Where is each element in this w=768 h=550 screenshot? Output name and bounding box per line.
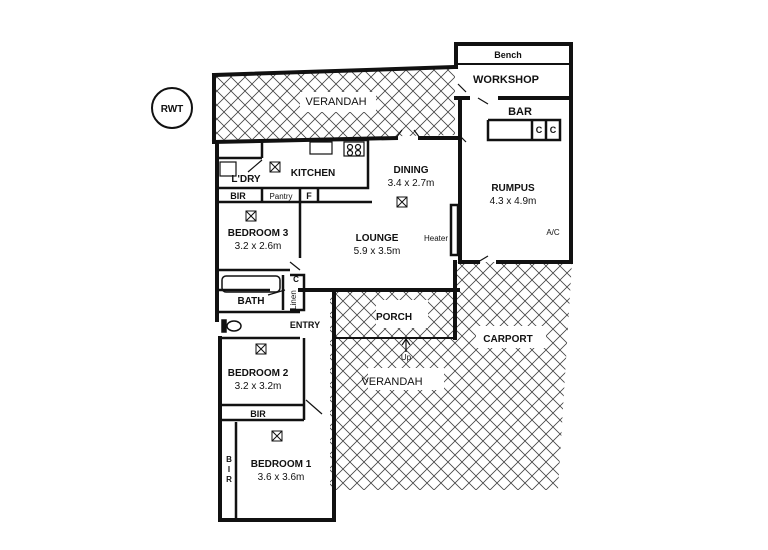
room-labels: VERANDAH Bench WORKSHOP BAR C C L'DRY KI… <box>226 50 560 484</box>
bath-fixtures <box>221 275 281 333</box>
ac-label: A/C <box>546 228 560 237</box>
up-label: Up <box>401 353 412 362</box>
bath-label: BATH <box>237 296 264 307</box>
hatched-areas <box>214 67 572 490</box>
dining-size: 3.4 x 2.7m <box>388 178 435 189</box>
interior-walls <box>217 118 562 518</box>
door-swings <box>247 83 489 415</box>
compass-label: RWT <box>161 104 184 115</box>
lounge-size: 5.9 x 3.5m <box>354 246 401 257</box>
fridge-label: F <box>306 191 312 201</box>
verandah-top-label: VERANDAH <box>305 96 366 108</box>
cupboard-label-2: C <box>550 125 557 135</box>
heater-label: Heater <box>424 234 448 243</box>
lounge-name: LOUNGE <box>356 233 399 244</box>
bir-1-i: I <box>228 465 230 474</box>
laundry-label: L'DRY <box>231 174 261 185</box>
walls <box>211 42 573 522</box>
bir-1-r: R <box>226 475 232 484</box>
porch-label: PORCH <box>376 312 412 323</box>
linen-c-label: C <box>293 275 299 284</box>
bedroom-1-size: 3.6 x 3.6m <box>258 472 305 483</box>
rumpus-name: RUMPUS <box>491 183 535 194</box>
dining-name: DINING <box>394 165 429 176</box>
bench-label: Bench <box>494 50 522 60</box>
kitchen-label: KITCHEN <box>291 168 335 179</box>
bedroom-1-name: BEDROOM 1 <box>251 459 312 470</box>
linen-label: Linen <box>289 290 298 310</box>
rumpus-size: 4.3 x 4.9m <box>490 196 537 207</box>
bir-3-label: BIR <box>230 191 246 201</box>
compass-badge: RWT <box>151 87 193 129</box>
bedroom-2-size: 3.2 x 3.2m <box>235 381 282 392</box>
pantry-label: Pantry <box>269 192 292 201</box>
bir-2-label: BIR <box>250 409 266 419</box>
carport-verandah-area <box>330 262 572 490</box>
bar-label: BAR <box>508 106 532 118</box>
bedroom-3-name: BEDROOM 3 <box>228 228 289 239</box>
carport-label: CARPORT <box>483 334 532 345</box>
workshop-label: WORKSHOP <box>473 74 539 86</box>
verandah-bottom-label: VERANDAH <box>361 376 422 388</box>
kitchen-fixtures <box>219 141 365 177</box>
bedroom-2-name: BEDROOM 2 <box>228 368 289 379</box>
entry-label: ENTRY <box>290 320 320 330</box>
up-arrow <box>401 337 411 352</box>
cupboard-label-1: C <box>536 125 543 135</box>
bir-1-b: B <box>226 455 232 464</box>
bedroom-3-size: 3.2 x 2.6m <box>235 241 282 252</box>
ceiling-symbols <box>245 161 408 442</box>
